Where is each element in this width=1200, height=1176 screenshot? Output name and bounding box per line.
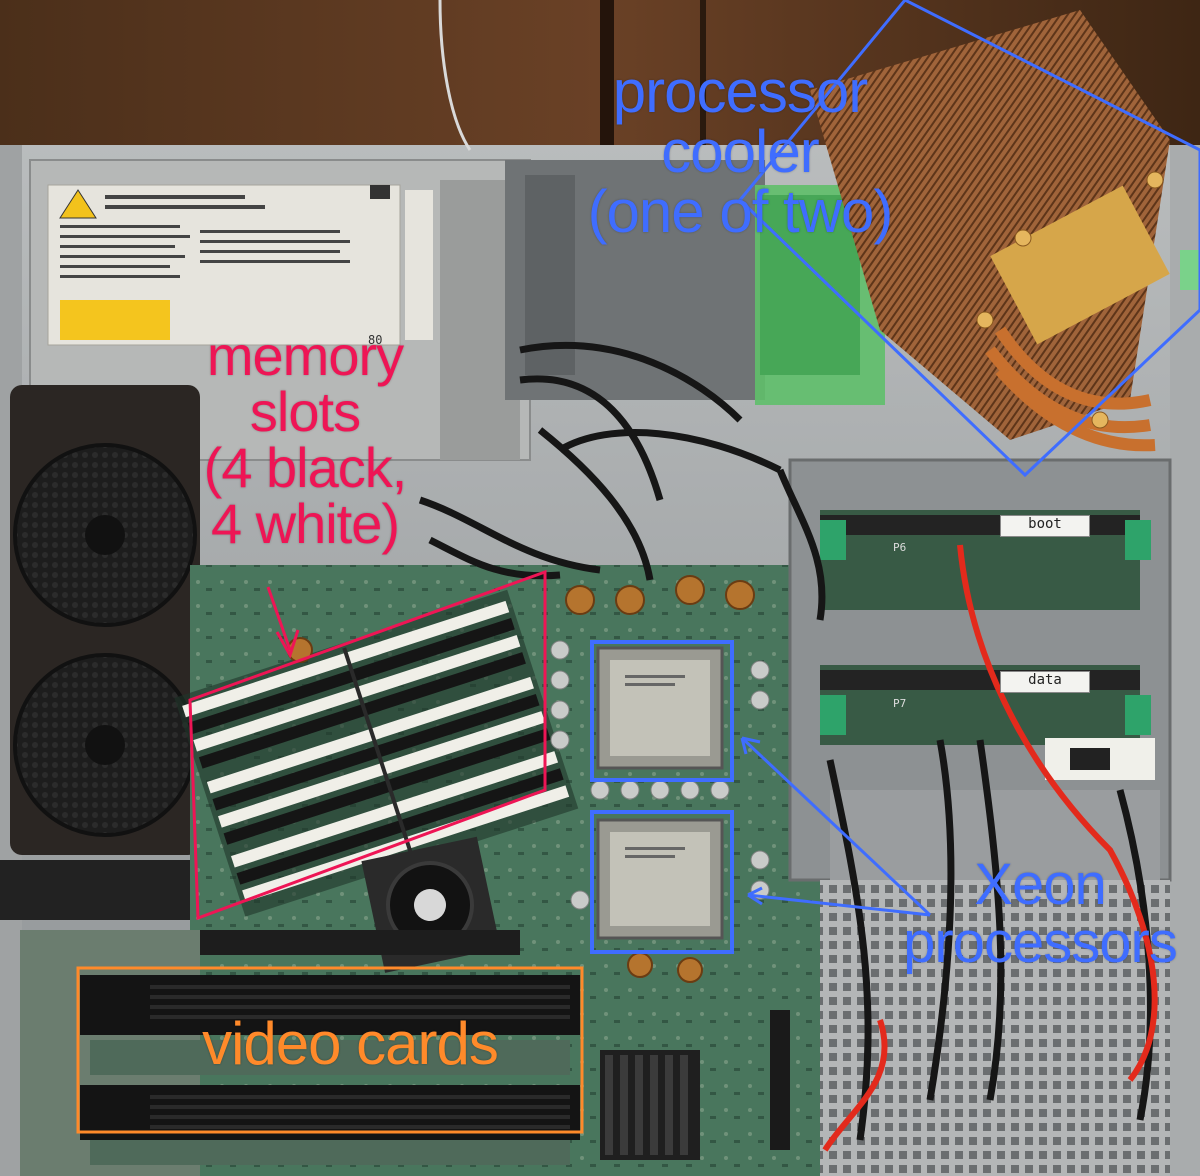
p7-connector-tag: P7 — [893, 697, 907, 710]
video-cards-label: video cards — [202, 1010, 499, 1077]
memory-slots-label-line: 4 white) — [210, 492, 400, 555]
memory-slots-label-line: (4 black, — [203, 436, 408, 499]
memory-slots-label: memory slots (4 black, 4 white) — [170, 328, 440, 552]
memory-slots-label-line: slots — [249, 380, 361, 443]
processor-cooler-label-line: processor — [612, 58, 868, 125]
xeon-processors-label-line: Xeon — [974, 852, 1106, 917]
p6-connector-tag: P6 — [893, 541, 907, 554]
data-drive-tag: data — [1000, 671, 1090, 693]
processor-cooler-label: processor cooler (one of two) — [560, 62, 920, 242]
processor-cooler-label-line: cooler — [661, 118, 819, 185]
boot-drive-tag: boot — [1000, 515, 1090, 537]
processor-cooler-label-line: (one of two) — [587, 178, 894, 245]
xeon-processors-label: Xeon processors — [880, 856, 1200, 972]
psu-80-plus-badge: 80 — [368, 333, 383, 347]
xeon-processors-label-line: processors — [903, 910, 1178, 975]
memory-slots-label-line: memory — [206, 324, 404, 387]
